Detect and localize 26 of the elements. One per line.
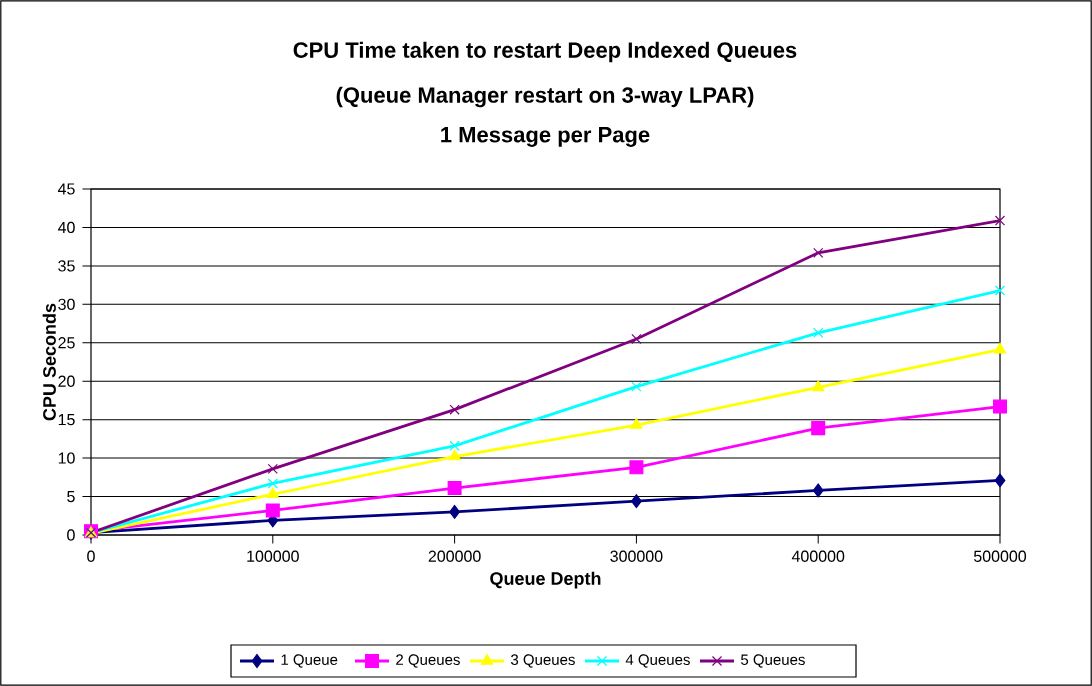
x-tick-label: 100000 — [247, 550, 299, 562]
legend-label: 5 Queues — [741, 654, 805, 668]
legend-label: 4 Queues — [625, 654, 690, 668]
y-tick-label: 25 — [58, 337, 75, 349]
y-tick-label: 40 — [57, 221, 75, 234]
y-axis-title: CPU Seconds — [42, 303, 56, 421]
y-tick-label: 30 — [58, 298, 75, 310]
y-tick-label: 10 — [58, 452, 75, 464]
y-tick-label: 45 — [57, 183, 75, 195]
x-tick-label: 500000 — [973, 550, 1027, 562]
y-tick-label: 15 — [58, 414, 75, 426]
legend-label: 1 Queue — [281, 654, 338, 668]
y-tick-label: 20 — [58, 375, 75, 387]
legend-label: 3 Queues — [510, 654, 575, 668]
chart-title: CPU Time taken to restart Deep Indexed Queues — [293, 41, 797, 63]
y-tick-label: 0 — [67, 529, 75, 541]
legend-label: 2 Queues — [396, 654, 460, 668]
x-axis-title: Queue Depth — [490, 571, 601, 589]
x-tick-label: 0 — [87, 550, 95, 562]
x-tick-label: 400000 — [791, 550, 845, 562]
x-tick-label: 300000 — [610, 550, 663, 562]
y-tick-label: 5 — [67, 490, 75, 503]
y-tick-label: 35 — [58, 260, 75, 272]
x-tick-label: 200000 — [428, 550, 481, 562]
chart-subtitle: 1 Message per Page — [441, 127, 650, 147]
chart-subtitle: (Queue Manager restart on 3-way LPAR) — [336, 86, 754, 108]
